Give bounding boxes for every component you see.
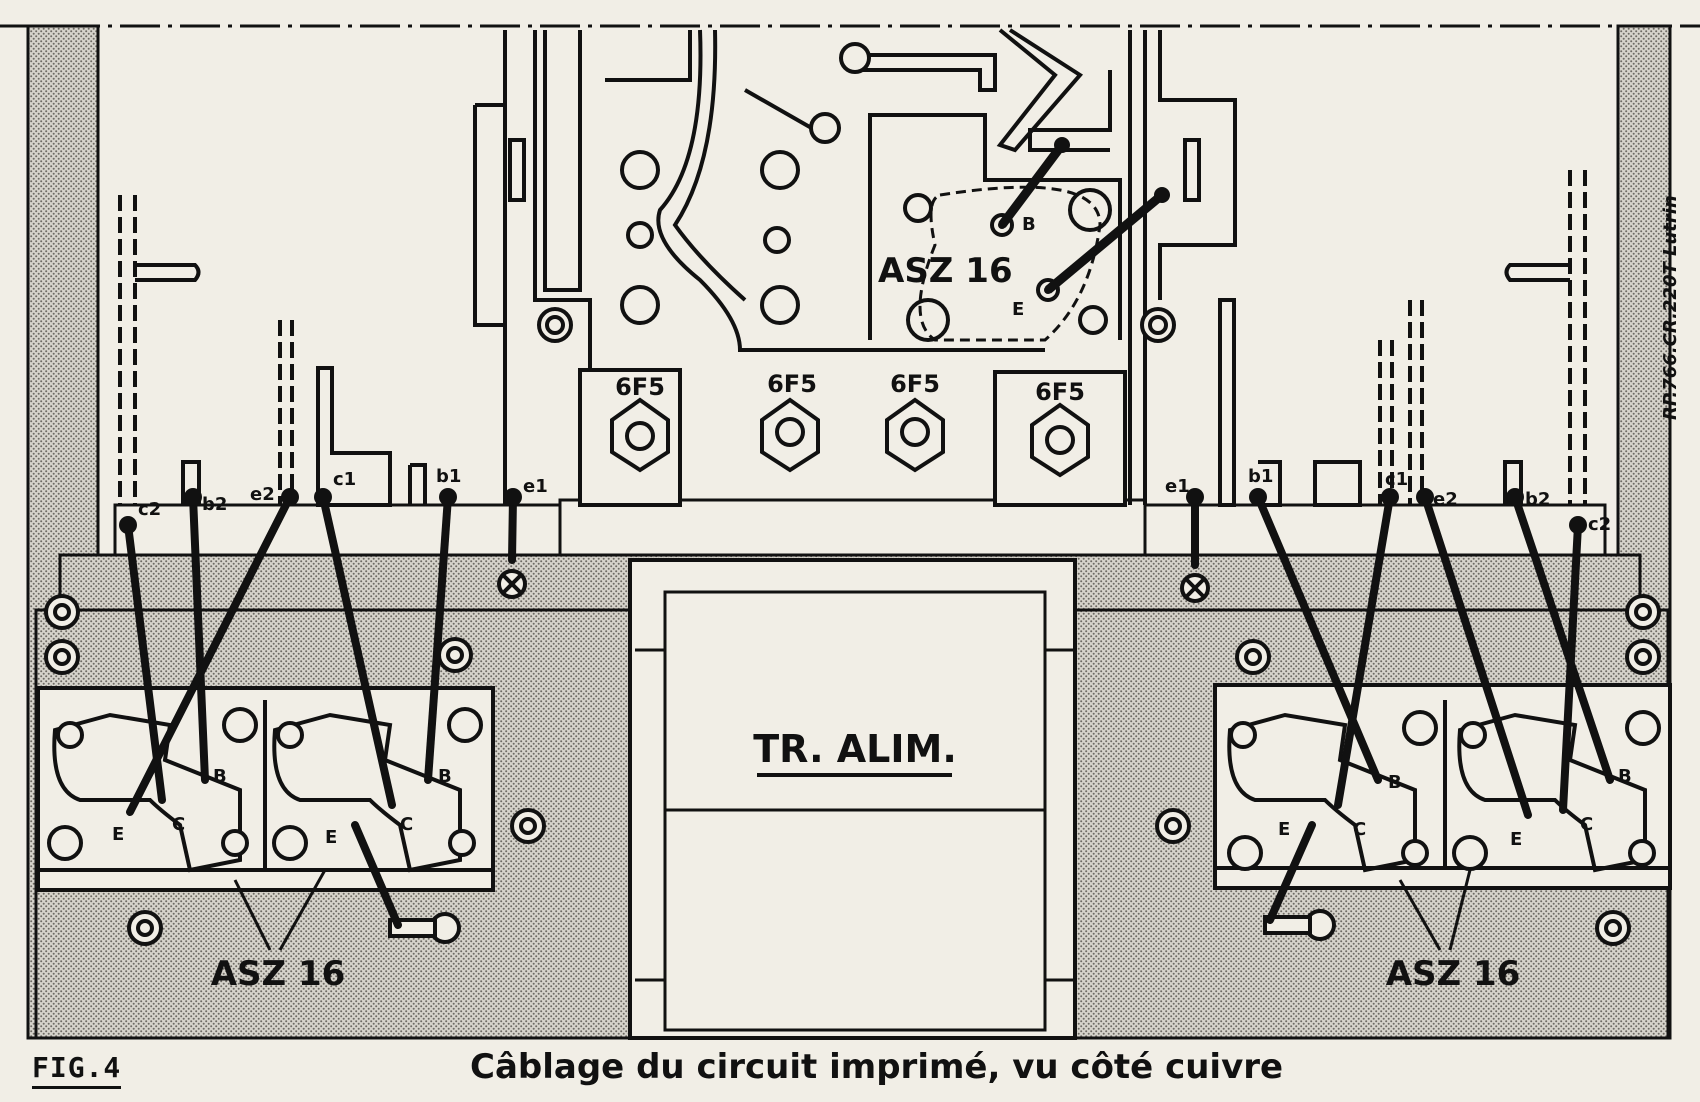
screw-icon <box>1227 835 1263 871</box>
screw-icon <box>1452 835 1488 871</box>
screw-icon <box>1625 710 1661 746</box>
figure-label: FIG.4 <box>32 1051 122 1089</box>
connection-label: b2 <box>1525 489 1550 510</box>
power-transformer: TR. ALIM. <box>628 558 1077 1040</box>
left-transistor-callout: ASZ 16 <box>211 869 346 994</box>
hole-icon <box>221 829 249 857</box>
screw-icon <box>760 150 800 190</box>
lug-icon <box>809 112 841 144</box>
pin-label-c: C <box>172 814 185 835</box>
hole-icon <box>1078 305 1108 335</box>
connection-label: c2 <box>138 499 161 520</box>
lug-icon <box>763 226 791 254</box>
tube-socket: 6F5 <box>1030 378 1090 478</box>
connection-label: e2 <box>250 484 275 505</box>
transistor-label: ASZ 16 <box>1386 954 1521 994</box>
connection-labels-right: e1 b1 c1 e2 b2 c2 <box>1165 466 1611 535</box>
lower-hardware <box>44 569 1661 946</box>
screw-icon <box>1402 710 1438 746</box>
wiring <box>124 493 1614 929</box>
hole-icon <box>1401 839 1429 867</box>
right-transistor-callout: ASZ 16 <box>1386 869 1521 994</box>
left-transistor-module <box>36 686 495 892</box>
upper-hardware <box>537 42 1176 343</box>
pin-label-c: C <box>400 814 413 835</box>
screw-icon <box>222 707 258 743</box>
wire-terminals <box>119 488 1587 534</box>
screw-icon <box>272 825 308 861</box>
pin-label-c: C <box>1580 814 1593 835</box>
tube-socket: 6F5 <box>885 370 945 473</box>
tube-label: 6F5 <box>615 373 665 401</box>
tube-label: 6F5 <box>890 370 940 398</box>
tube-sockets: 6F5 6F5 6F5 6F5 <box>578 368 1127 507</box>
side-reference: RP.766.CR.220T Lutrin <box>1660 195 1681 420</box>
screw-icon <box>56 721 84 749</box>
pin-label-e: E <box>1510 829 1522 850</box>
connection-label: c1 <box>333 469 356 490</box>
connection-label: c1 <box>1385 469 1408 490</box>
connection-label: e1 <box>523 476 548 497</box>
connection-label: b1 <box>436 466 461 487</box>
pin-label-b: B <box>213 766 227 787</box>
screw-icon <box>447 707 483 743</box>
tube-label: 6F5 <box>767 370 817 398</box>
connection-label: b2 <box>202 494 227 515</box>
hole-icon <box>903 193 933 223</box>
pin-label-e: E <box>112 824 124 845</box>
transformer-label: TR. ALIM. <box>753 727 957 771</box>
tube-label: 6F5 <box>1035 378 1085 406</box>
connection-label: c2 <box>1588 514 1611 535</box>
caption-bar: FIG.4 Câblage du circuit imprimé, vu côt… <box>0 1045 1700 1102</box>
upper-transistor: B E ASZ 16 <box>878 137 1170 342</box>
connection-label: e1 <box>1165 476 1190 497</box>
screw-icon <box>906 298 950 342</box>
upper-transistor-label: ASZ 16 <box>878 251 1013 291</box>
left-upper-traces <box>118 195 427 507</box>
pin-label-e: E <box>1012 299 1024 320</box>
screw-icon <box>276 721 304 749</box>
pin-label-b: B <box>1022 214 1036 235</box>
pin-label-b: B <box>1618 766 1632 787</box>
lower-pin-labels: B E C B E C B E C B E C <box>112 766 1632 850</box>
pin-label-c: C <box>1353 819 1366 840</box>
pin-label-b: B <box>1388 772 1402 793</box>
screw-icon <box>47 825 83 861</box>
screw-icon <box>620 285 660 325</box>
hole-icon <box>1628 839 1656 867</box>
pin-label-e: E <box>1278 819 1290 840</box>
connection-label: b1 <box>1248 466 1273 487</box>
screw-icon <box>1229 721 1257 749</box>
connection-labels-left: c2 b2 e2 c1 b1 e1 <box>138 466 548 520</box>
connection-label: e2 <box>1433 489 1458 510</box>
hole-icon <box>448 829 476 857</box>
pin-label-b: B <box>438 766 452 787</box>
screw-icon <box>1459 721 1487 749</box>
screw-icon <box>1068 188 1112 232</box>
lug-icon <box>626 221 654 249</box>
lug-icon <box>839 42 871 74</box>
tube-socket: 6F5 <box>760 370 820 473</box>
screw-icon <box>620 150 660 190</box>
pin-label-e: E <box>325 827 337 848</box>
screw-icon <box>760 285 800 325</box>
transistor-label: ASZ 16 <box>211 954 346 994</box>
right-transistor-module <box>1213 683 1672 890</box>
right-upper-traces <box>1218 170 1587 507</box>
figure-caption: Câblage du circuit imprimé, vu côté cuiv… <box>470 1047 1284 1087</box>
tube-socket: 6F5 <box>610 373 670 473</box>
